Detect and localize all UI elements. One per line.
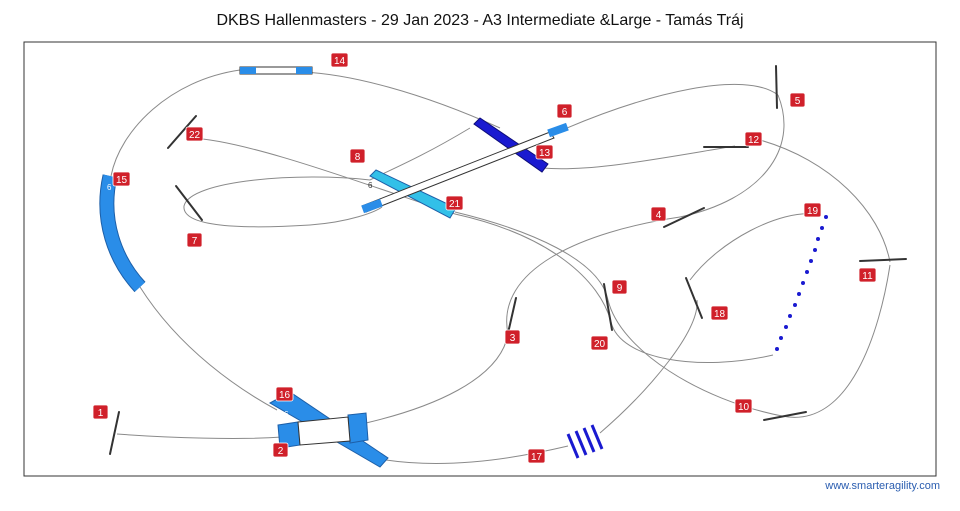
svg-text:9: 9 [617, 283, 623, 294]
marker-21: 21 [445, 195, 464, 211]
course-path [110, 69, 891, 465]
marker-2: 2 [272, 442, 289, 458]
marker-13: 13 [535, 144, 554, 160]
svg-text:11: 11 [862, 271, 873, 282]
svg-text:1: 1 [98, 408, 104, 419]
svg-text:4: 4 [656, 210, 662, 221]
marker-14: 14 [330, 52, 349, 68]
marker-8: 8 [349, 148, 366, 164]
marker-22: 22 [185, 126, 204, 142]
tunnel-label: 6 [368, 181, 373, 190]
marker-10: 10 [734, 398, 753, 414]
marker-1: 1 [92, 404, 109, 420]
marker-3: 3 [504, 329, 521, 345]
marker-9: 9 [611, 279, 628, 295]
marker-6: 6 [556, 103, 573, 119]
marker-19: 19 [803, 202, 822, 218]
marker-18: 18 [710, 305, 729, 321]
svg-text:2: 2 [278, 446, 284, 457]
svg-text:10: 10 [738, 402, 750, 413]
marker-4: 4 [650, 206, 667, 222]
dogwalk-6-13 [361, 117, 569, 214]
svg-text:5: 5 [795, 96, 801, 107]
tunnel-label: 6 [107, 183, 112, 192]
svg-text:8: 8 [355, 152, 361, 163]
svg-text:19: 19 [807, 206, 819, 217]
ring-border [23, 41, 937, 477]
marker-12: 12 [744, 131, 763, 147]
svg-text:14: 14 [334, 56, 346, 67]
svg-text:20: 20 [594, 339, 606, 350]
marker-15: 15 [112, 171, 131, 187]
svg-text:13: 13 [539, 148, 551, 159]
marker-5: 5 [789, 92, 806, 108]
svg-text:17: 17 [531, 452, 543, 463]
svg-text:22: 22 [189, 130, 201, 141]
marker-16: 16 [275, 386, 294, 402]
weave-19 [775, 215, 828, 351]
svg-text:12: 12 [748, 135, 760, 146]
svg-text:7: 7 [192, 236, 198, 247]
svg-text:16: 16 [279, 390, 291, 401]
marker-17: 17 [527, 448, 546, 464]
marker-20: 20 [590, 335, 609, 351]
footer-link[interactable]: www.smarteragility.com [825, 480, 940, 492]
marker-11: 11 [858, 267, 877, 283]
jump-bars [109, 65, 907, 455]
svg-text:6: 6 [562, 107, 568, 118]
tunnel-label: 6 [284, 410, 289, 419]
jump-14 [239, 66, 313, 75]
svg-text:3: 3 [510, 333, 516, 344]
svg-text:15: 15 [116, 175, 128, 186]
jump-17 [566, 424, 604, 459]
svg-text:18: 18 [714, 309, 726, 320]
svg-text:21: 21 [449, 199, 461, 210]
course-title: DKBS Hallenmasters - 29 Jan 2023 - A3 In… [216, 12, 744, 29]
marker-7: 7 [186, 232, 203, 248]
